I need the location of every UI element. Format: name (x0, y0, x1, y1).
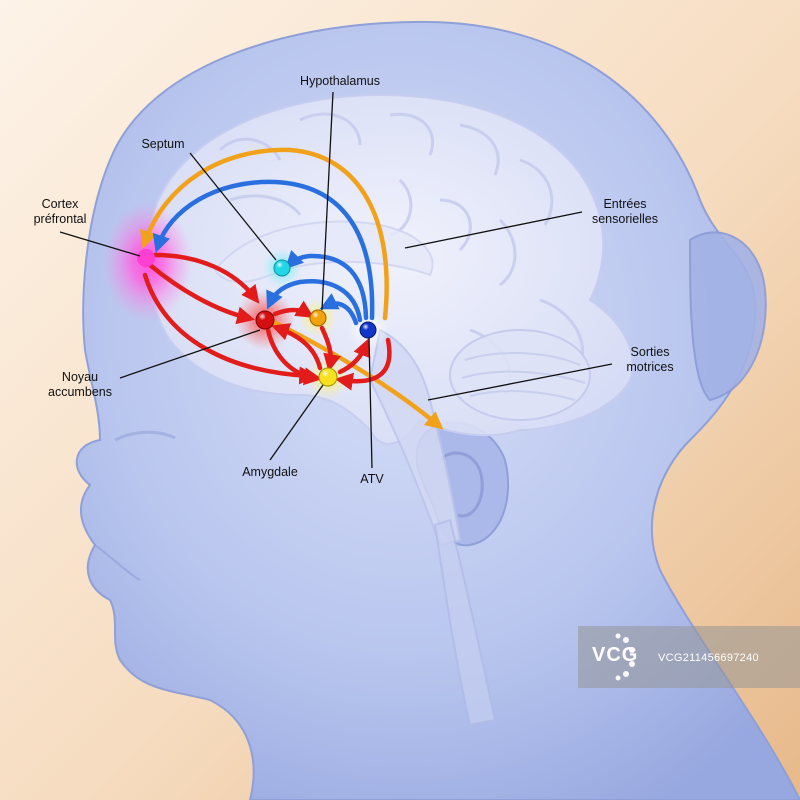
label-cortex-prefrontal: Cortex préfrontal (22, 197, 98, 227)
label-amygdale: Amygdale (232, 465, 308, 480)
label-cortex-line1: Cortex (41, 197, 79, 211)
arrow-atv-to-septum (284, 249, 369, 321)
arrow-accumbens-to-sorties (267, 317, 444, 430)
leader-noyau (119, 329, 261, 379)
eye-brow (114, 430, 176, 442)
watermark-logo-icon (615, 633, 635, 681)
label-entrees-sensorielles: Entrées sensorielles (585, 197, 665, 227)
arrow-cortex-to-septum-red (152, 252, 260, 304)
node-amygdale (318, 367, 338, 387)
label-septum-text: Septum (141, 137, 185, 151)
label-cortex-line2: préfrontal (33, 212, 87, 226)
label-sorties-line1: Sorties (630, 345, 670, 359)
label-noyau-line1: Noyau (61, 370, 99, 384)
label-entrees-line2: sensorielles (591, 212, 658, 226)
leader-cortex (59, 231, 141, 257)
arrow-atv-to-cortex-blue (152, 179, 375, 321)
label-septum: Septum (130, 137, 196, 152)
watermark-id: VCG211456697240 (658, 652, 759, 664)
leader-septum (189, 152, 277, 261)
node-septum (273, 259, 291, 277)
leader-hypothalamus (321, 91, 334, 311)
leader-sorties (427, 363, 613, 401)
arrow-cortex-to-accumbens (147, 262, 255, 325)
node-cortex-prefrontal (137, 249, 155, 267)
arrow-accumbens-to-amygdala (265, 327, 323, 386)
watermark-logo-text: VCG (592, 644, 639, 666)
ear-inner (438, 451, 484, 518)
arrow-accumbens-to-hypothalamus (272, 300, 315, 318)
label-noyau-line2: accumbens (48, 385, 112, 399)
label-hypothalamus-text: Hypothalamus (300, 74, 380, 88)
brainstem (368, 328, 462, 547)
node-noyau-accumbens (255, 310, 275, 330)
arrow-atv-to-amygdala (334, 337, 392, 391)
label-amygdale-text: Amygdale (242, 465, 298, 479)
leader-entrees (404, 211, 583, 249)
label-noyau-accumbens: Noyau accumbens (42, 370, 118, 400)
leader-amygdale (269, 384, 324, 461)
watermark: VCG VCG211456697240 (578, 626, 800, 688)
node-hypothalamus (309, 309, 327, 327)
arrow-hypothalamus-to-amygdala (319, 325, 341, 373)
spinal-cord (433, 518, 497, 727)
hair-bun (688, 231, 767, 402)
label-atv: ATV (352, 472, 392, 487)
nose-line (94, 544, 141, 581)
arrow-atv-to-cortex-orange (140, 147, 389, 321)
label-atv-text: ATV (360, 472, 384, 486)
node-atv (359, 321, 377, 339)
cerebellum (449, 329, 591, 421)
label-sorties-motrices: Sorties motrices (612, 345, 688, 375)
arrow-atv-to-accumbens-blue (266, 279, 363, 323)
leader-atv (368, 337, 373, 469)
arrow-atv-to-hypothalamus (319, 293, 359, 326)
arrow-amygdala-to-accumbens (271, 323, 323, 371)
arrow-amygdala-to-atv (337, 338, 371, 375)
cerebellum-folds (461, 352, 586, 401)
label-hypothalamus: Hypothalamus (290, 74, 390, 89)
label-entrees-line1: Entrées (603, 197, 647, 211)
label-sorties-line2: motrices (626, 360, 674, 374)
